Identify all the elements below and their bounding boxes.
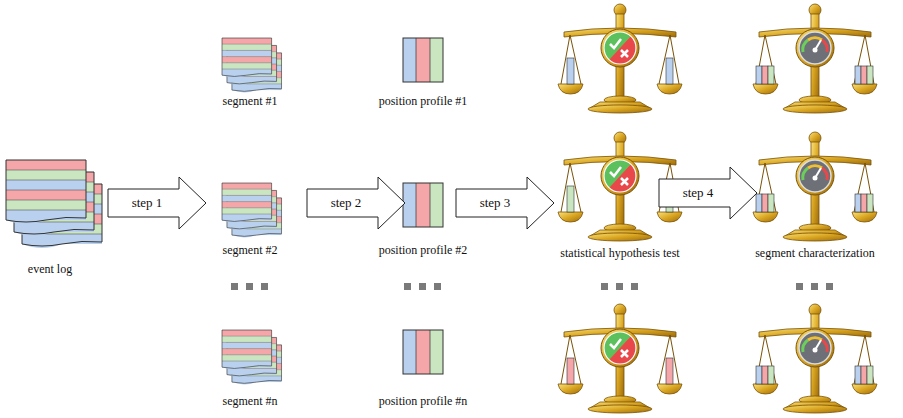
step-arrow: step 1 [107,176,207,230]
caption-label: segment #n [223,394,278,409]
caption-label: segment #2 [223,243,278,258]
step-arrow: step 3 [455,176,555,230]
caption-label: position profile #2 [379,243,468,258]
caption-label: position profile #n [379,394,468,409]
caption-label: event log [28,262,72,277]
step-label: step 1 [132,195,163,211]
step-arrow: step 2 [306,176,406,230]
step-arrow: step 4 [658,166,758,220]
caption-label: segment #1 [223,94,278,109]
step-label: step 4 [683,185,714,201]
caption-label: statistical hypothesis test [560,246,679,261]
caption-label: segment characterization [755,246,875,261]
caption-label: position profile #1 [379,94,468,109]
step-label: step 3 [480,195,511,211]
step-label: step 2 [331,195,362,211]
